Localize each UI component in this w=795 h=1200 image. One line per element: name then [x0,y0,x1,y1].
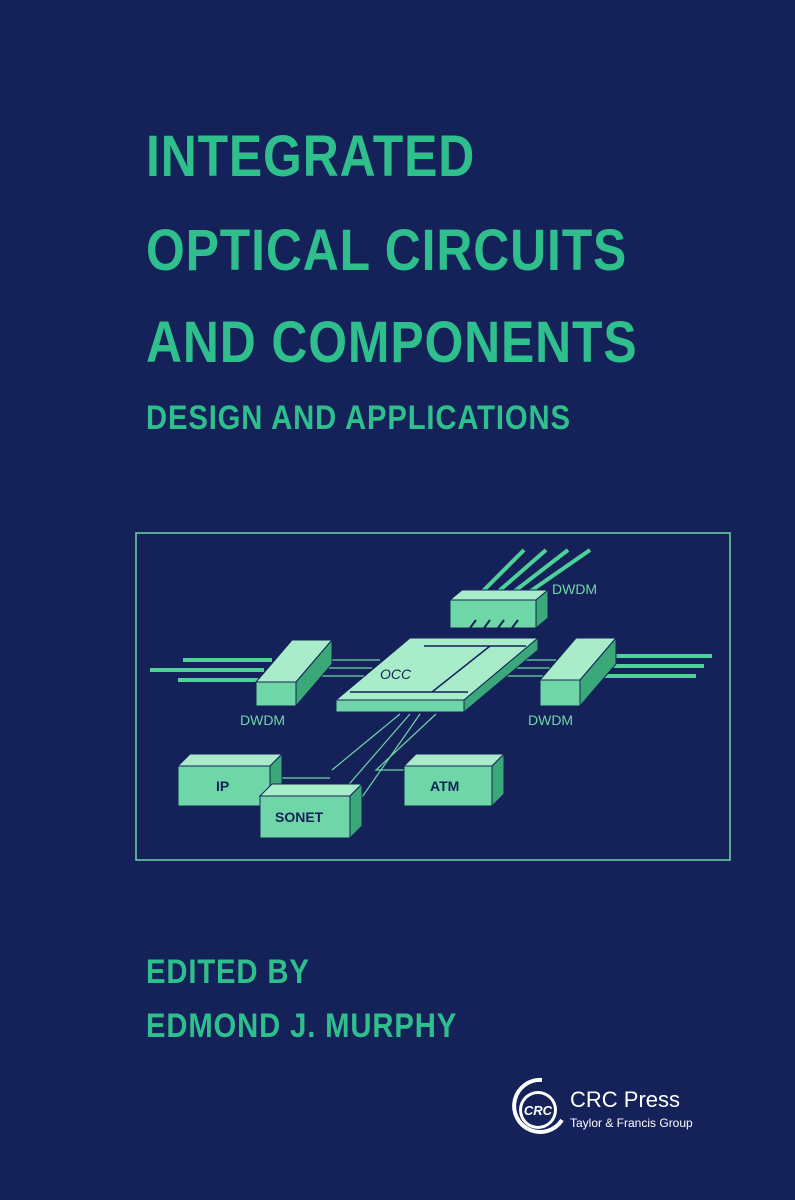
editor-name: EDMOND J. MURPHY [146,1007,458,1045]
editor-label: EDITED BY [146,953,310,991]
left-fibers [150,658,272,682]
title-line-1: INTEGRATED [146,124,476,189]
publisher-block: CRC CRC Press Taylor & Francis Group [508,1074,728,1144]
atm-box [402,752,506,808]
publisher-group: Taylor & Francis Group [570,1116,693,1130]
dwdm-left-box [254,638,334,708]
network-illustration: DWDM DWDM DWDM OCC IP SONET ATM [135,532,731,861]
sonet-box [258,782,364,840]
subtitle: DESIGN AND APPLICATIONS [146,399,571,437]
title-line-2: OPTICAL CIRCUITS [146,218,628,283]
publisher-name: CRC Press [570,1087,681,1112]
illustration-frame [135,532,731,861]
crc-logo-icon: CRC [512,1077,564,1134]
ip-label: IP [216,778,229,794]
dwdm-right-box [538,636,618,708]
dwdm-top-box [448,588,550,630]
dwdm-left-label: DWDM [240,712,285,728]
dwdm-top-label: DWDM [552,581,597,597]
sonet-label: SONET [275,809,324,825]
title-line-3: AND COMPONENTS [146,310,638,375]
dwdm-right-label: DWDM [528,712,573,728]
occ-switch [334,636,540,714]
atm-label: ATM [430,778,459,794]
crc-logo-text: CRC [524,1103,553,1118]
right-fibers [598,654,712,678]
occ-label: OCC [380,666,412,682]
